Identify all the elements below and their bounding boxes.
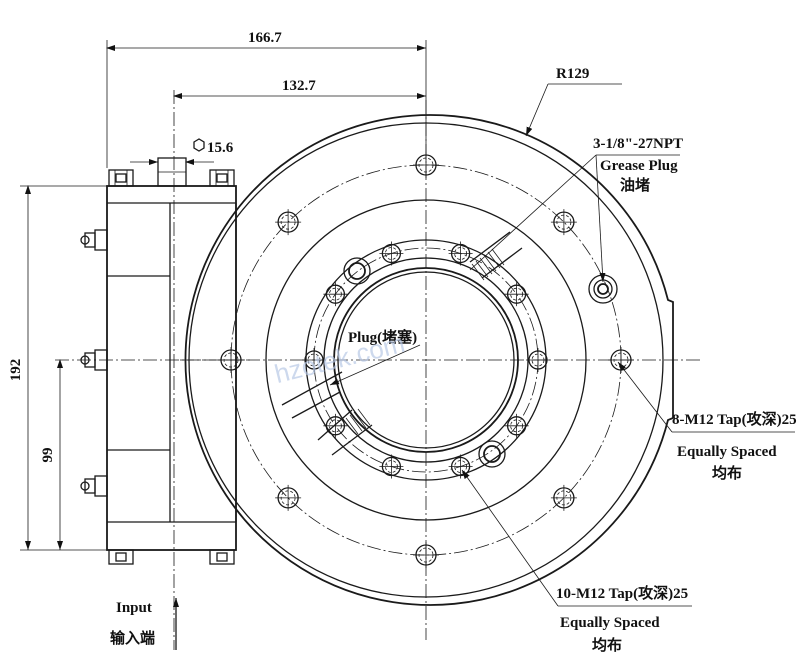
top-bolt-right bbox=[209, 169, 235, 187]
tap-hole-10-6 bbox=[379, 454, 404, 479]
tap-holes-10 bbox=[302, 241, 550, 479]
grease-plug-en: Grease Plug bbox=[600, 158, 678, 174]
plug-1 bbox=[343, 257, 371, 285]
tap-hole-10-9 bbox=[323, 282, 348, 307]
outer-flange bbox=[184, 114, 674, 606]
grease-nipple-3 bbox=[80, 475, 108, 497]
input-label-cn: 输入端 bbox=[110, 629, 155, 647]
tap-8-en: Equally Spaced bbox=[677, 444, 777, 460]
tap-8-cn: 均布 bbox=[712, 464, 742, 482]
tap-hole-8-7 bbox=[218, 347, 244, 373]
tap-hole-10-10 bbox=[379, 241, 404, 266]
bottom-bolt-left bbox=[108, 549, 134, 565]
tap-10-en: Equally Spaced bbox=[560, 615, 660, 631]
tap-hole-8-6 bbox=[275, 484, 302, 511]
hex-symbol-icon bbox=[193, 138, 205, 152]
dim-hex-size: 15.6 bbox=[207, 140, 234, 156]
dimensions bbox=[20, 40, 427, 551]
grease-nipple-1 bbox=[80, 229, 108, 251]
tap-hole-10-8 bbox=[302, 348, 326, 372]
tap-hole-8-4 bbox=[550, 484, 577, 511]
tap-hole-8-3 bbox=[608, 347, 634, 373]
front-view bbox=[180, 100, 700, 640]
tap-holes-8 bbox=[218, 152, 634, 568]
tap-hole-10-1 bbox=[448, 241, 473, 266]
tap-10-cn: 均布 bbox=[592, 636, 622, 654]
dim-overall-width: 166.7 bbox=[248, 30, 282, 46]
dim-height: 192 bbox=[8, 359, 24, 382]
grease-plug-spec: 3-1/8"-27NPT bbox=[593, 136, 683, 152]
watermark: hzotek.com bbox=[271, 328, 407, 389]
leader-lines bbox=[173, 83, 795, 650]
input-label-en: Input bbox=[116, 600, 152, 616]
tap-hole-10-4 bbox=[504, 413, 529, 438]
hatched-port-2 bbox=[317, 408, 373, 456]
tap-hole-10-5 bbox=[448, 454, 473, 479]
tap-hole-10-7 bbox=[323, 413, 348, 438]
side-view bbox=[55, 90, 250, 650]
grease-plug-cn: 油堵 bbox=[620, 176, 650, 194]
plug-2 bbox=[478, 440, 506, 468]
tap-hole-8-2 bbox=[550, 209, 577, 236]
dim-center-offset: 132.7 bbox=[282, 78, 316, 94]
dim-half-height: 99 bbox=[40, 448, 56, 463]
tap-hole-8-8 bbox=[275, 209, 302, 236]
tap-hole-8-1 bbox=[413, 152, 439, 178]
plug-passage bbox=[281, 371, 343, 419]
tap-hole-10-2 bbox=[504, 282, 529, 307]
tap-10-spec: 10-M12 Tap(攻深)25 bbox=[556, 584, 688, 602]
bottom-bolt-right bbox=[209, 549, 235, 565]
plug-label: Plug(堵塞) bbox=[348, 328, 417, 346]
tap-8-spec: 8-M12 Tap(攻深)25 bbox=[672, 410, 797, 428]
hatched-port-1 bbox=[469, 231, 523, 281]
top-bolt-left bbox=[108, 169, 134, 187]
tap-hole-10-3 bbox=[526, 348, 550, 372]
tap-hole-8-5 bbox=[413, 542, 439, 568]
dim-outer-radius: R129 bbox=[556, 66, 589, 82]
